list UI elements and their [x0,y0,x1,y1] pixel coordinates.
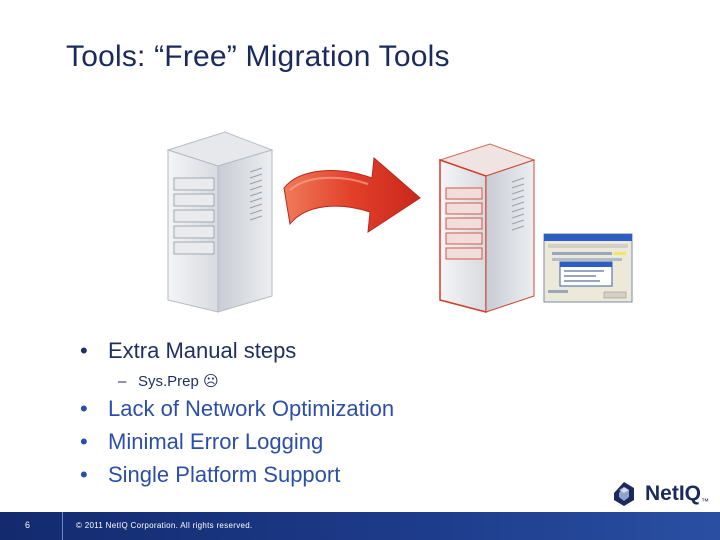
bullet-marker: – [118,373,127,390]
bullet-text: Minimal Error Logging [108,429,324,454]
footer-bar: 6 © 2011 NetIQ Corporation. All rights r… [0,512,720,540]
netiq-logo-icon [614,482,634,506]
target-server-icon [438,143,536,313]
bullet-item: • Lack of Network Optimization [80,396,394,422]
migration-illustration [166,131,633,313]
bullet-text: Single Platform Support [108,462,341,487]
bullet-marker: • [80,429,88,454]
bullet-text: Sys.Prep ☹ [138,373,219,390]
source-server-icon [166,131,274,313]
footer-divider [62,512,63,540]
bullet-marker: • [80,396,88,421]
slide-title: Tools: “Free” Migration Tools [66,40,450,73]
bullet-marker: • [80,462,88,487]
slide-number: 6 [25,520,31,530]
bullet-item: • Minimal Error Logging [80,429,323,455]
bullet-marker: • [80,338,88,363]
window-screenshot-icon [543,233,633,303]
copyright-text: © 2011 NetIQ Corporation. All rights res… [76,521,253,530]
logo-text: NetIQ™ [645,482,710,506]
bullet-item: • Single Platform Support [80,462,340,488]
arrow-icon [283,156,421,233]
bullet-text: Extra Manual steps [108,338,297,363]
sub-bullet-item: –Sys.Prep ☹ [118,372,219,390]
bullet-text: Lack of Network Optimization [108,396,395,421]
bullet-item: • Extra Manual steps [80,338,296,364]
